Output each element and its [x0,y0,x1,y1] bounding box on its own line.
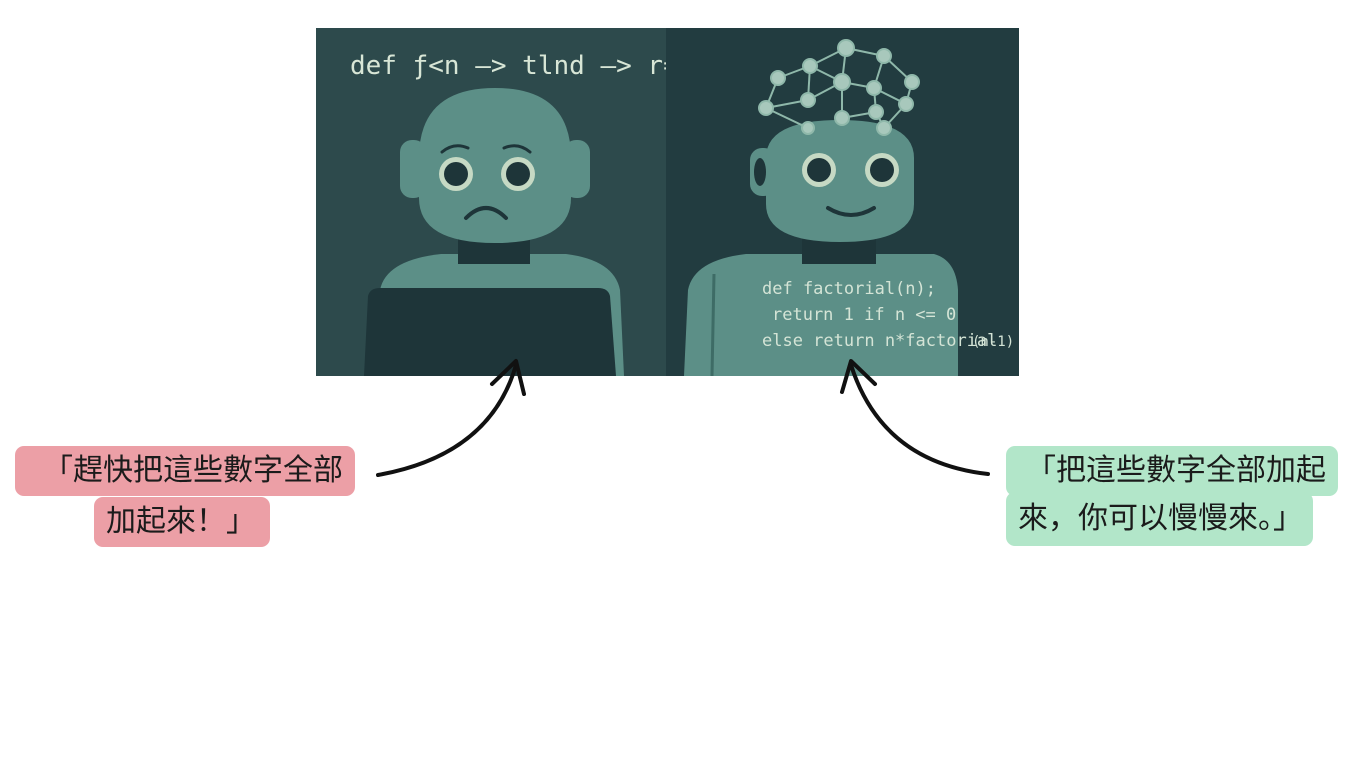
left-panel-code: def ƒ<n –> tlnd –> r=5çd [350,51,726,81]
right-panel-code: def factorial(n); return 1 if n <= 0 els… [762,279,1014,351]
left-arrow [376,359,526,477]
right-caption-line1: 「把這些數字全部加起 [1006,446,1338,496]
right-arrow [840,359,990,476]
left-caption-line1: 「趕快把這些數字全部 [15,446,355,496]
left-panel: def ƒ<n –> tlnd –> r=5çd [316,28,726,376]
calm-robot [684,120,958,376]
neural-network-icon [758,39,920,136]
code-line-2: return 1 if n <= 0 [772,305,956,325]
code-line-3: else return n*factorial [762,331,997,351]
stressed-robot [364,88,624,376]
right-panel: def factorial(n); return 1 if n <= 0 els… [666,28,1019,376]
code-line-1: def factorial(n); [762,279,936,299]
code-line-3-tail: (n-1) [972,334,1014,350]
robot-comparison-illustration: def ƒ<n –> tlnd –> r=5çd [316,28,1019,376]
left-caption-line2: 加起來！」 [94,497,270,547]
right-caption-line2: 來，你可以慢慢來。」 [1006,492,1313,546]
